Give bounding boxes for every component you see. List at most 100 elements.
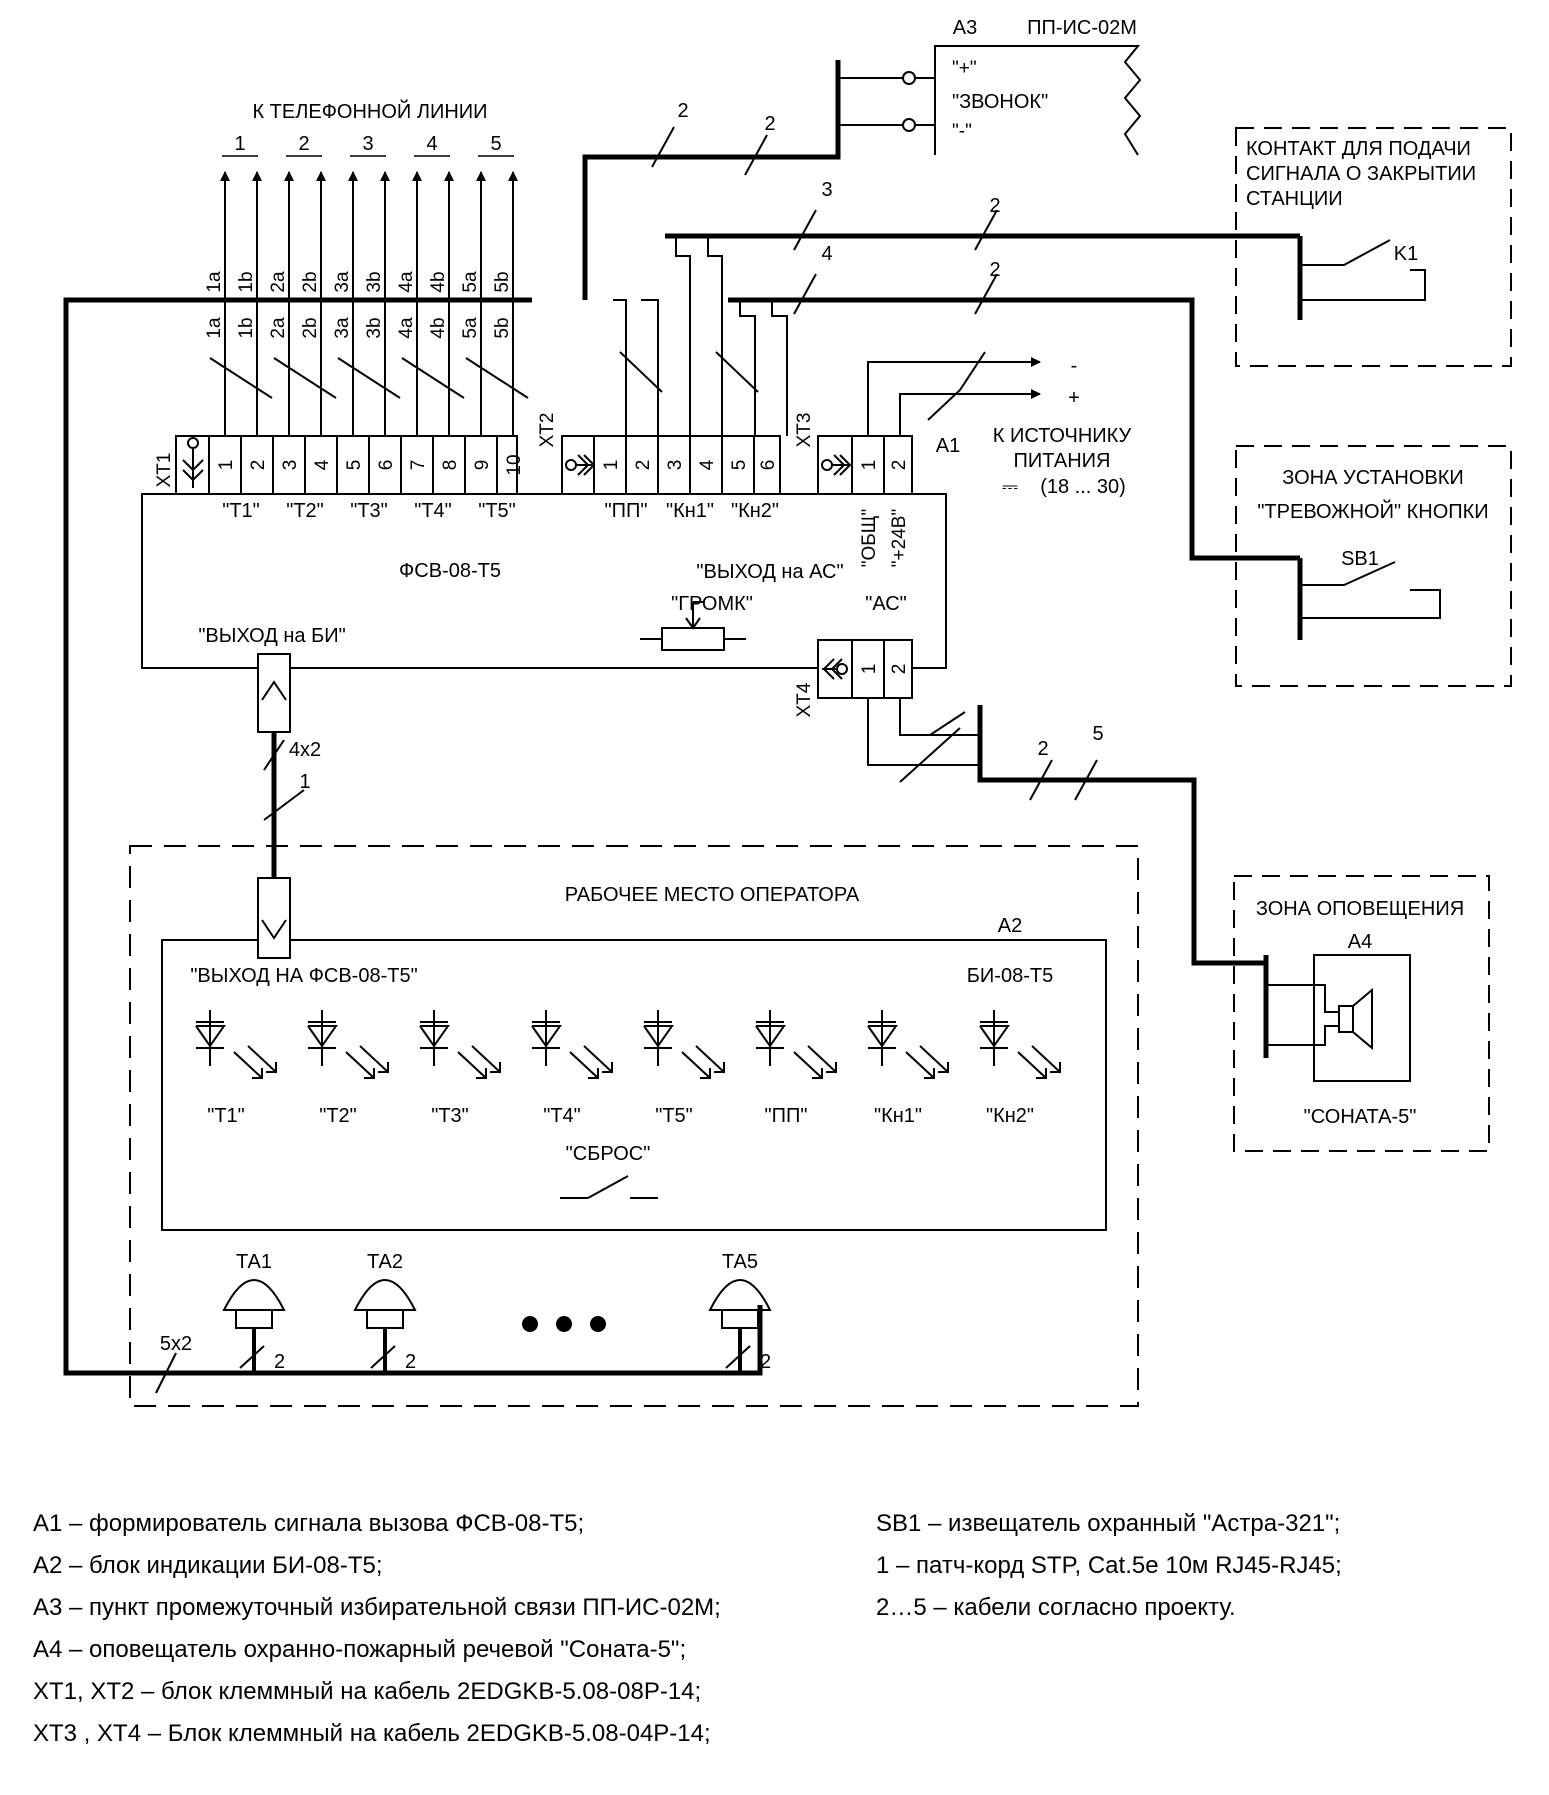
xt4-terminal-block: 1 2 XT4 "АС" (794, 593, 913, 717)
line-number: 4 (426, 133, 437, 155)
phone-label: ТА5 (722, 1251, 758, 1273)
a4-ref: А4 (1348, 931, 1372, 953)
volume-resistor (640, 601, 746, 651)
a1-ref: А1 (936, 435, 960, 457)
xt1-pin: 5 (344, 460, 365, 471)
sb1-label: SB1 (1341, 548, 1379, 570)
xt4-ref: XT4 (794, 682, 815, 717)
alarm-zone-line1: ЗОНА УСТАНОВКИ (1282, 467, 1464, 489)
a4-model: "СОНАТА-5" (1304, 1106, 1417, 1128)
a1-model: ФСВ-08-Т5 (399, 560, 501, 582)
xt3-pin: 2 (889, 460, 910, 471)
wire-label-upper: 4a (396, 271, 417, 293)
led-indicator (531, 1010, 613, 1079)
legend-item: 2…5 – кабели согласно проекту. (876, 1594, 1236, 1621)
phone-line-title: К ТЕЛЕФОННОЙ ЛИНИИ (252, 99, 487, 123)
legend-item: XT3 , XT4 – Блок клеммный на кабель 2EDG… (33, 1720, 711, 1747)
cable-label: 1 (299, 771, 310, 793)
legend-item: А2 – блок индикации БИ-08-Т5; (33, 1552, 383, 1579)
xt1-group: "Т5" (478, 500, 516, 522)
pair-tick (337, 357, 401, 399)
xt4-pin: 1 (859, 664, 880, 675)
cable-label: 2 (989, 195, 1000, 217)
pair-tick (209, 357, 273, 399)
speaker-wires (1266, 984, 1339, 1046)
a3-block: А3 ПП-ИС-02М "+" "ЗВОНОК" "-" (934, 17, 1142, 156)
phone-line-numbers: 1 2 3 4 5 (234, 133, 501, 155)
k1-label: K1 (1394, 243, 1418, 265)
k1-switch (1300, 239, 1426, 301)
xt2-pin: 4 (697, 459, 718, 470)
xt2-pin: 5 (729, 460, 750, 471)
led-label: "Кн1" (874, 1105, 922, 1127)
wire-label-upper: 1a (204, 271, 225, 293)
line-number: 1 (234, 133, 245, 155)
cable-label: 2 (989, 259, 1000, 281)
wire-label-upper: 3a (332, 271, 353, 293)
wiring-diagram: К ТЕЛЕФОННОЙ ЛИНИИ 1 2 3 4 5 1a1a1b1b2a2… (63, 17, 1512, 1407)
power-minus: - (1071, 355, 1078, 377)
cable-label: 5 (1092, 723, 1103, 745)
xt1-pin: 1 (216, 460, 237, 471)
operator-workplace: РАБОЧЕЕ МЕСТО ОПЕРАТОРА А2 "ВЫХОД НА ФСВ… (129, 845, 1139, 1407)
xt2-pin: 3 (665, 460, 686, 471)
close-contact-line2: СИГНАЛА О ЗАКРЫТИИ (1246, 163, 1476, 185)
wire-label-lower: 3b (364, 317, 385, 338)
led-label: "ПП" (765, 1105, 808, 1127)
led-indicator (979, 1010, 1061, 1079)
ellipsis-dots (522, 1316, 606, 1332)
telephone-icon (222, 1279, 286, 1373)
power-label-line1: К ИСТОЧНИКУ (993, 425, 1132, 447)
wire-label-lower: 1b (236, 317, 257, 338)
phone-wires (209, 171, 529, 436)
wire-label-lower: 5b (492, 317, 513, 338)
connector-symbol (182, 437, 204, 488)
cable-label: 4 (821, 243, 832, 265)
a3-ref: А3 (953, 17, 977, 39)
wire-label-upper: 5a (460, 271, 481, 293)
close-contact-line1: КОНТАКТ ДЛЯ ПОДАЧИ (1246, 138, 1471, 160)
a3-bell: "ЗВОНОК" (952, 91, 1048, 113)
wire-label-upper: 2a (268, 271, 289, 293)
reset-label: "СБРОС" (566, 1143, 651, 1165)
a2-model: БИ-08-Т5 (967, 965, 1053, 987)
legend-item: А1 – формирователь сигнала вызова ФСВ-08… (33, 1510, 585, 1537)
wire-label-upper: 5b (492, 271, 513, 292)
xt4-label: "АС" (865, 593, 907, 615)
power-range: (18 ... 30) (1040, 476, 1126, 498)
power-section: - + К ИСТОЧНИКУ ПИТАНИЯ ⎓ (18 ... 30) (993, 355, 1132, 498)
wire-label-upper: 4b (428, 271, 449, 292)
xt2-ref: XT2 (537, 413, 558, 448)
out-fsv-label: "ВЫХОД НА ФСВ-08-Т5" (190, 965, 417, 987)
xt1-pin: 3 (280, 460, 301, 471)
telephone-icon (708, 1279, 772, 1373)
line-number: 3 (362, 133, 373, 155)
connector-symbol (821, 454, 852, 476)
pair-tick (401, 357, 465, 399)
connector-symbol (565, 454, 596, 476)
phone-line-section: К ТЕЛЕФОННОЙ ЛИНИИ 1 2 3 4 5 1a1a1b1b2a2… (204, 99, 529, 436)
xt1-pin: 4 (312, 459, 333, 470)
wire-label-upper: 2b (300, 271, 321, 292)
xt2-pin: 1 (601, 460, 622, 471)
rj45-connector-top (257, 653, 291, 733)
led-label: "Т3" (431, 1105, 469, 1127)
xt1-pin: 2 (248, 460, 269, 471)
wire-label-lower: 1a (204, 317, 225, 339)
close-contact-line3: СТАНЦИИ (1246, 188, 1343, 210)
legend-item: А3 – пункт промежуточный избирательной с… (33, 1594, 721, 1621)
a3-model: ПП-ИС-02М (1027, 17, 1137, 39)
reset-button[interactable] (560, 1175, 658, 1199)
led-indicator (643, 1010, 725, 1079)
cable-label: 2 (677, 100, 688, 122)
xt3-ref: XT3 (794, 413, 815, 448)
out-as-label: "ВЫХОД на АС" (696, 561, 843, 583)
led-label: "Т2" (319, 1105, 357, 1127)
phone-cable-label: 2 (274, 1351, 285, 1373)
led-label: "Т5" (655, 1105, 693, 1127)
xt2-group: "Кн2" (731, 500, 779, 522)
phone-cable-label: 2 (760, 1351, 771, 1373)
legend-item: SB1 – извещатель охранный "Астра-321"; (876, 1510, 1341, 1537)
